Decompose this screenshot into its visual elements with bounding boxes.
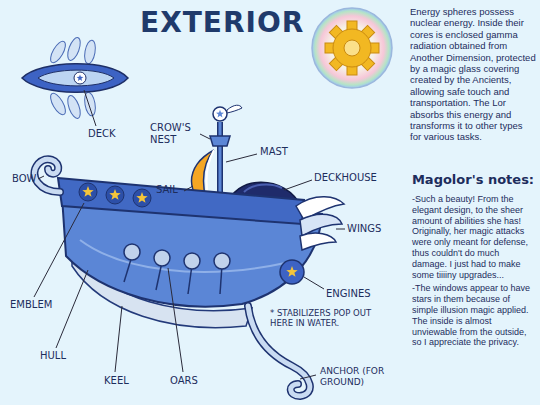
part-label: ENGINES xyxy=(326,288,371,300)
part-label: ANCHOR (FOR GROUND) xyxy=(320,366,404,388)
leader-lines xyxy=(34,90,345,379)
page-title: EXTERIOR xyxy=(140,6,280,39)
note-label: * STABILIZERS POP OUT HERE IN WATER. xyxy=(270,308,382,328)
top-view-ship xyxy=(22,36,128,120)
part-label: DECKHOUSE xyxy=(314,172,377,184)
part-label: HULL xyxy=(40,350,66,362)
energy-sphere xyxy=(312,8,392,88)
note-text: -The windows appear to have stars in the… xyxy=(412,283,536,348)
part-label: SAIL xyxy=(156,184,178,196)
info-text: Energy spheres possess nuclear energy. I… xyxy=(410,6,536,143)
part-label: WINGS xyxy=(347,223,381,235)
ship-side-view xyxy=(34,105,344,396)
part-label: BOW xyxy=(12,173,36,185)
notes-heading: Magolor's notes: xyxy=(410,172,536,188)
part-label: DECK xyxy=(88,128,116,140)
part-label: KEEL xyxy=(104,375,129,387)
part-label: OARS xyxy=(170,375,198,387)
part-label: EMBLEM xyxy=(10,299,52,311)
note-text: -Such a beauty! From the elegant design,… xyxy=(412,194,536,280)
part-label: MAST xyxy=(260,146,288,158)
part-label: CROW'S NEST xyxy=(150,122,202,146)
